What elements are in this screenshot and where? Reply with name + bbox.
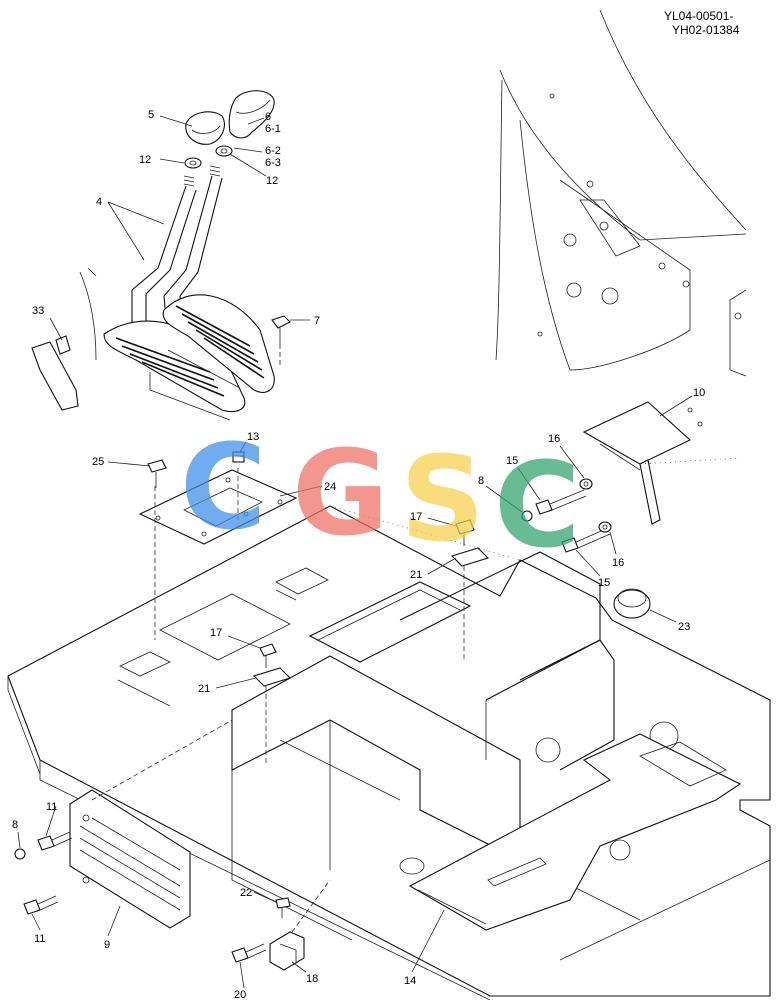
callout-13: 13 [247,431,259,443]
callout-6-3: 6-3 [265,157,281,169]
callout-5: 5 [148,109,154,121]
cab-wall-panel [495,9,747,377]
callout-6-1: 6-1 [265,123,281,135]
side-bracket [582,401,741,525]
callout-6-2: 6-2 [265,145,281,157]
watermark-letter-1: C [180,418,267,556]
callout-4: 4 [96,196,102,208]
leader-lines [17,115,693,989]
callout-7: 7 [314,315,320,327]
callout-18: 18 [306,973,318,985]
callout-22: 22 [240,887,252,899]
callout-labels: 5 6 6-1 6-2 6-3 12 12 4 33 7 10 16 13 15… [12,109,705,1000]
callout-23: 23 [678,621,690,633]
callout-24: 24 [324,481,336,493]
callout-17-lower: 17 [210,627,222,639]
bolt-15-lower [561,527,611,553]
callout-17-upper: 17 [410,511,422,523]
lever-nut-right [215,145,233,157]
lever-nut-left [184,157,202,169]
clip-lower [252,643,292,766]
plug-23 [613,588,651,619]
callout-20: 20 [234,989,246,1000]
floor-mat [408,733,742,931]
cap-13 [232,451,245,463]
bolt-15-upper [535,489,587,515]
callout-6: 6 [265,111,271,123]
bolt-25 [147,459,167,488]
washer-8-upper [521,510,533,522]
clamp-bracket [269,879,331,971]
bolt-7 [271,315,291,366]
watermark-letter-3: S [400,430,485,568]
floor-frame [7,505,771,1000]
bolt-20 [231,943,267,963]
callout-8-upper: 8 [478,475,484,487]
watermark-logo: C G S C [180,418,581,574]
doc-code-2: YH02-01384 [672,23,740,37]
watermark-letter-4: C [494,436,581,574]
washer-16-upper [579,478,593,490]
callout-14: 14 [404,975,416,987]
side-cover [69,719,233,929]
callout-11-upper: 11 [46,801,57,813]
callout-8-lower: 8 [12,819,18,831]
callout-16-upper: 16 [548,433,560,445]
screw-22 [275,897,291,918]
callout-9: 9 [104,939,110,951]
washer-16-lower [598,521,612,533]
lever-knob-right [228,90,275,139]
callout-12-left: 12 [139,154,151,166]
callout-21-upper: 21 [410,569,422,581]
callout-16-lower: 16 [612,557,624,569]
callout-15-lower: 15 [598,577,610,589]
callout-25: 25 [92,456,104,468]
bolt-11-lower [23,895,59,915]
callout-33: 33 [32,305,44,317]
callout-12-right: 12 [266,175,278,187]
callout-15-upper: 15 [506,455,518,467]
travel-lever-assembly [103,165,275,421]
bolt-11-upper [37,831,73,851]
watermark-letter-2: G [292,424,389,562]
clip-upper [450,519,490,660]
callout-11-lower: 11 [34,933,45,945]
doc-code-1: YL04-00501- [664,9,733,23]
callout-10: 10 [693,387,705,399]
lever-knob-left [185,111,225,145]
cover-plate [138,468,298,640]
pedal-bracket [31,267,97,411]
callout-21-lower: 21 [198,683,210,695]
washer-8-lower [14,848,26,860]
